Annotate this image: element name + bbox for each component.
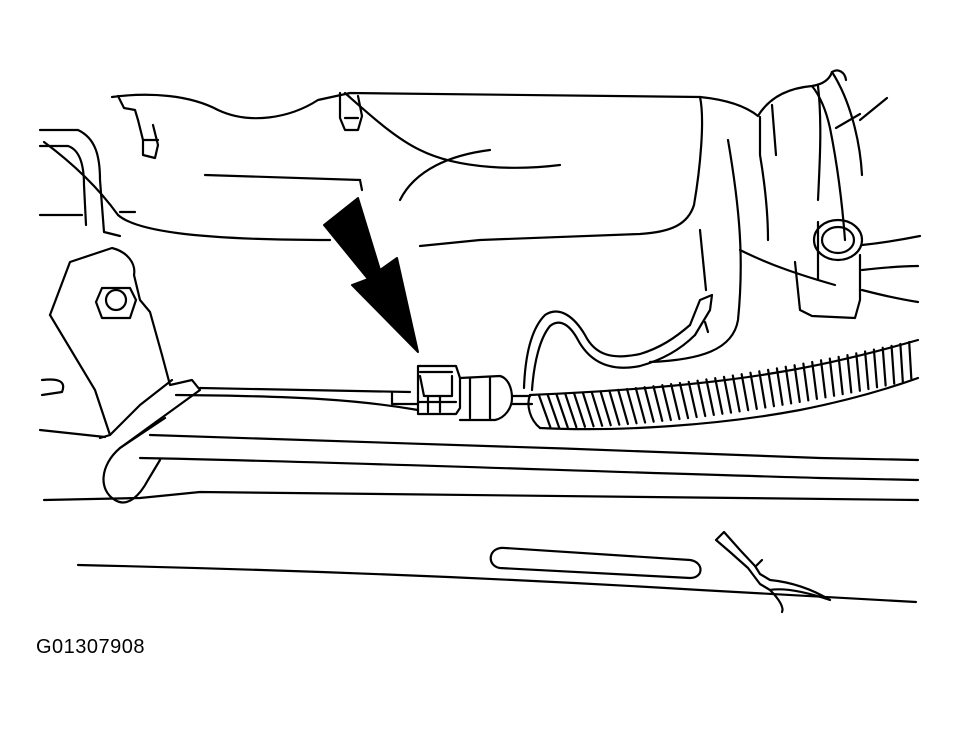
bolt-stud-center [340,93,362,130]
loom-rib [653,386,662,421]
loom-rib [689,382,697,417]
loom-rib [733,376,740,412]
loom-rib [706,379,713,414]
wire-loop [524,295,712,390]
loom-rib [856,353,860,390]
bolt-stud-left [118,96,158,158]
electrical-connector [418,366,532,420]
loom-rib [715,378,722,414]
loom-rib [883,348,886,386]
loom-rib [830,359,834,396]
loom-rib [803,364,808,401]
loom-rib [795,365,800,402]
loom-rib [777,368,783,404]
loom-rib [583,393,594,427]
loom-rib [786,367,791,404]
frame-slot [491,548,701,578]
loom-rib [750,373,756,409]
loom-rib [865,351,868,389]
loom-rib [636,388,645,422]
loom-rib [821,360,826,397]
loom-rib [618,390,628,424]
loom-rib [874,350,877,388]
hose-fitting [716,532,830,612]
loom-rib [812,362,817,399]
loom-rib [768,370,774,406]
cap-fitting [814,220,862,280]
loom-rib [839,357,843,394]
mounting-bracket [40,248,200,502]
figure-id-label: G01307908 [36,636,146,658]
loom-ribs [539,342,912,428]
loom-rib [742,374,749,410]
arrow-icon [324,198,418,352]
loom-rib [601,391,611,425]
loom-rib [909,342,911,380]
loom-rib [556,394,567,427]
loom-rib [671,384,679,419]
loom-rib [698,381,706,416]
loom-rib [592,392,602,426]
left-block [40,130,120,395]
loom-rib [565,394,576,427]
loom-rib [627,389,637,423]
housing-outline [44,70,920,362]
loom-rib [724,377,731,413]
loom-rib [645,387,654,422]
loom-rib [662,385,671,420]
loom-rib [900,344,902,382]
loom-rib [680,383,688,418]
loom-rib [847,355,851,392]
loom-rib [539,395,551,428]
loom-rib [609,391,619,425]
loom-rib [574,393,585,426]
loom-rib [548,395,560,428]
frame-rail [44,388,918,602]
loom-rib [892,346,895,384]
loom-rib [759,371,765,407]
